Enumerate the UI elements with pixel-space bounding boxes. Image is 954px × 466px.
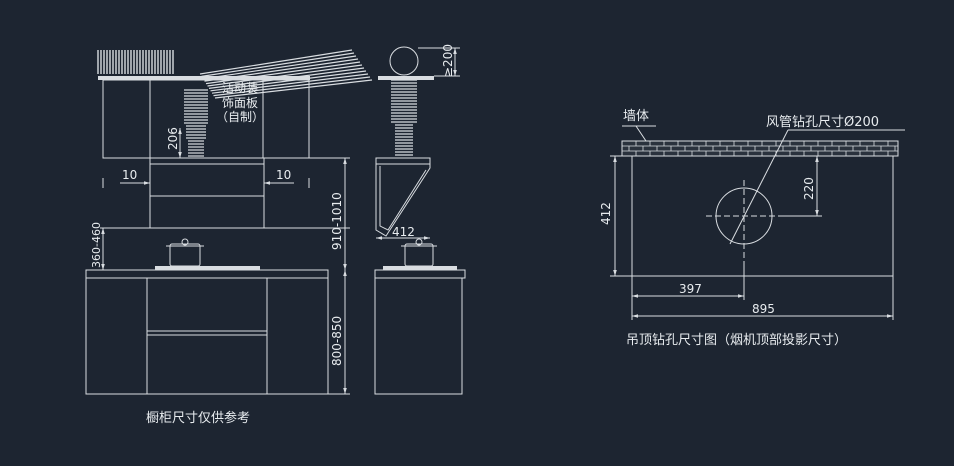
duct-outlet-circle xyxy=(389,46,419,76)
dim-800-850-label: 800-850 xyxy=(330,316,344,366)
side-cabinet xyxy=(374,277,463,395)
duct-rib xyxy=(204,58,359,82)
brick-pattern xyxy=(621,140,898,156)
side-cooktop xyxy=(383,266,457,270)
side-duct xyxy=(391,79,417,156)
countertop xyxy=(85,269,329,279)
ceiling-plan-caption: 吊顶钻孔尺寸图（烟机顶部投影尺寸） xyxy=(626,332,847,348)
front-view-labels: 活动装 饰面板 （自制） 206 10 10 910-1010 360-460 … xyxy=(90,81,344,426)
ceiling-line xyxy=(98,76,310,80)
hood-top xyxy=(149,157,265,165)
duct-rib xyxy=(199,49,353,75)
hole-leader xyxy=(729,129,789,245)
dim-397-label: 397 xyxy=(679,282,702,296)
dim-220-label: 220 xyxy=(802,177,816,200)
flexible-duct xyxy=(97,49,373,157)
hood-side-profile xyxy=(375,164,431,237)
duct-rib xyxy=(210,70,367,92)
ceiling-plan xyxy=(610,125,905,320)
side-ceiling-line xyxy=(378,76,434,80)
panel-label-line1: 活动装 xyxy=(222,81,258,95)
panel-label-line3: （自制） xyxy=(216,110,264,124)
dim-910-1010-label: 910-1010 xyxy=(330,192,344,250)
dim-412-side-label: 412 xyxy=(392,225,415,239)
side-countertop xyxy=(374,269,466,279)
decorative-panel xyxy=(102,79,310,159)
front-view xyxy=(85,49,373,395)
wall-band xyxy=(621,140,899,157)
base-cabinet xyxy=(85,277,329,395)
wall-label: 墙体 xyxy=(623,109,649,124)
side-view-labels: ≥200 412 xyxy=(392,44,455,239)
side-pot xyxy=(401,238,437,267)
duct-rib xyxy=(202,55,357,80)
panel-label-line2: 饰面板 xyxy=(222,96,258,110)
duct-rib xyxy=(201,52,355,77)
duct-rib xyxy=(211,73,369,94)
front-view-caption: 橱柜尺寸仅供参考 xyxy=(146,410,250,426)
hood-side-top xyxy=(375,157,431,165)
duct-rib xyxy=(207,64,363,87)
ceiling-plan-labels: 墙体 风管钻孔尺寸Ø200 220 412 397 895 吊顶钻孔尺寸图（烟机… xyxy=(599,109,879,348)
dim-right-10-label: 10 xyxy=(276,168,291,182)
dim-200-label: ≥200 xyxy=(441,44,455,77)
duct-rib xyxy=(213,76,371,97)
cooking-pot xyxy=(166,238,204,267)
dim-895-label: 895 xyxy=(752,302,775,316)
duct-rib xyxy=(208,67,365,89)
dim-412-plan-label: 412 xyxy=(599,202,613,225)
dim-360-460-label: 360-460 xyxy=(90,222,103,268)
dim-left-10-label: 10 xyxy=(122,168,137,182)
dim-206-label: 206 xyxy=(166,127,180,150)
side-view xyxy=(374,46,466,395)
hood-projection-outline xyxy=(631,155,894,277)
hole-label: 风管钻孔尺寸Ø200 xyxy=(766,115,879,130)
duct-rib xyxy=(214,79,373,99)
cooktop xyxy=(155,266,260,270)
